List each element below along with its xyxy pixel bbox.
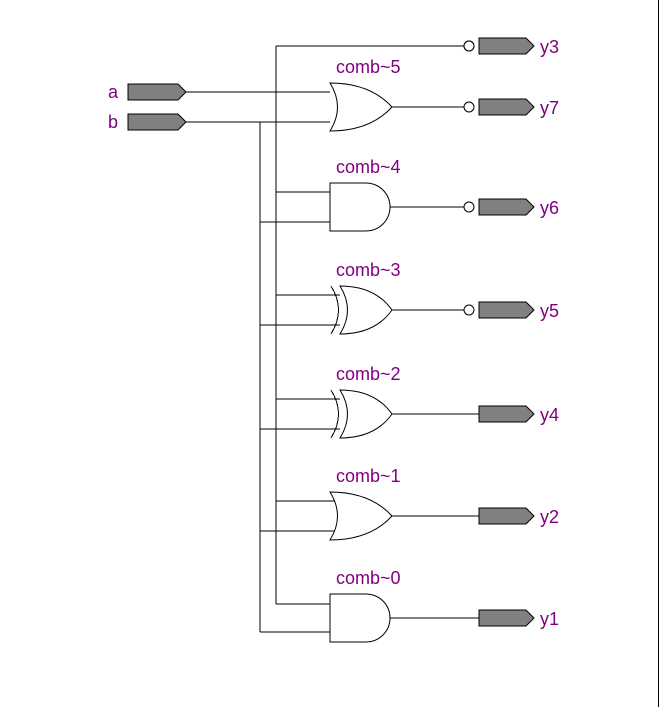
- output-label-y6: y6: [540, 198, 559, 218]
- input-port-a[interactable]: a: [108, 82, 187, 102]
- output-port-arrow-icon: [478, 405, 535, 423]
- output-port-y1[interactable]: y1: [478, 609, 559, 629]
- output-port-arrow-icon: [478, 507, 535, 525]
- output-port-y4[interactable]: y4: [478, 405, 559, 425]
- output-label-y7: y7: [540, 98, 559, 118]
- output-label-y4: y4: [540, 405, 559, 425]
- output-label-y1: y1: [540, 609, 559, 629]
- gate-name-label: comb~0: [336, 568, 401, 588]
- output-label-y5: y5: [540, 301, 559, 321]
- output-layer: y3 y7 y6 y5 y4 y2 y1: [463, 37, 559, 629]
- output-port-y5[interactable]: y5: [463, 301, 559, 321]
- xor-gate-icon: [339, 285, 393, 335]
- inverter-bubble-icon: [463, 40, 475, 52]
- output-port-y6[interactable]: y6: [463, 198, 559, 218]
- gate-name-label: comb~5: [336, 57, 401, 77]
- gate-comb-3[interactable]: comb~3: [330, 260, 464, 335]
- output-label-y2: y2: [540, 507, 559, 527]
- input-label-b: b: [108, 112, 118, 132]
- output-port-y7[interactable]: y7: [463, 98, 559, 118]
- gate-name-label: comb~2: [336, 364, 401, 384]
- input-label-a: a: [108, 82, 119, 102]
- xor-gate-icon: [339, 389, 393, 439]
- output-label-y3: y3: [540, 37, 559, 57]
- output-port-arrow-icon: [478, 609, 535, 627]
- input-port-b[interactable]: b: [108, 112, 187, 132]
- gate-name-label: comb~4: [336, 157, 401, 177]
- output-port-arrow-icon: [478, 301, 535, 319]
- xor-extra-arc: [330, 389, 339, 439]
- gate-comb-0[interactable]: comb~0: [329, 568, 479, 643]
- inverter-bubble-icon: [463, 101, 475, 113]
- and-gate-icon: [329, 182, 391, 232]
- gate-comb-4[interactable]: comb~4: [329, 157, 464, 232]
- gate-comb-5[interactable]: comb~5: [329, 57, 464, 132]
- xor-extra-arc: [330, 285, 339, 335]
- input-port-a-arrow-icon: [127, 83, 187, 101]
- gate-comb-2[interactable]: comb~2: [330, 364, 479, 439]
- output-port-arrow-icon: [478, 37, 535, 55]
- output-port-arrow-icon: [478, 98, 535, 116]
- gate-input-wires: [260, 191, 340, 633]
- and-gate-icon: [329, 593, 391, 643]
- gate-name-label: comb~1: [336, 466, 401, 486]
- or-gate-icon: [329, 491, 393, 541]
- output-port-y3[interactable]: y3: [463, 37, 559, 57]
- inverter-bubble-icon: [463, 201, 475, 213]
- inverter-bubble-icon: [463, 304, 475, 316]
- output-port-y2[interactable]: y2: [478, 507, 559, 527]
- gate-name-label: comb~3: [336, 260, 401, 280]
- or-gate-icon: [329, 82, 393, 132]
- input-port-b-arrow-icon: [127, 113, 187, 131]
- gate-comb-1[interactable]: comb~1: [329, 466, 479, 541]
- output-port-arrow-icon: [478, 198, 535, 216]
- gate-layer: comb~5 comb~4 comb~3 comb~2 comb~1 comb~0: [329, 57, 479, 643]
